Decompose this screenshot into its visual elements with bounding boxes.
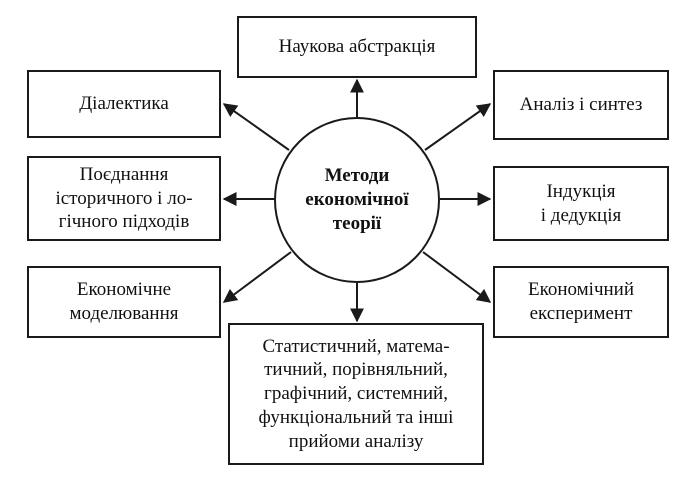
method-box-historical-logical: Поєднання історичного і ло- гічного підх…: [27, 156, 221, 241]
arrow-to-dialectics: [222, 103, 290, 151]
method-label: Економічне моделювання: [69, 279, 179, 324]
arrow-to-modeling: [222, 251, 292, 303]
method-label: Діалектика: [79, 93, 169, 115]
method-box-induction-deduction: Індукція і дедукція: [493, 166, 669, 241]
method-label: Наукова абстракція: [278, 36, 436, 58]
method-box-abstraction: Наукова абстракція: [237, 16, 477, 78]
arrow-to-analysis: [424, 103, 492, 151]
method-label: Індукція і дедукція: [540, 180, 622, 226]
center-circle: Методи економічної теорії: [274, 117, 440, 283]
arrow-to-experiment: [422, 251, 492, 303]
method-box-experiment: Економічний експеримент: [493, 266, 669, 338]
method-label: Статистичний, матема- тичний, порівняльн…: [258, 335, 454, 452]
method-label: Поєднання історичного і ло- гічного підх…: [55, 163, 193, 233]
method-box-other-techniques: Статистичний, матема- тичний, порівняльн…: [228, 323, 484, 465]
method-box-modeling: Економічне моделювання: [27, 266, 221, 338]
method-label: Економічний експеримент: [527, 279, 635, 324]
method-box-analysis-synthesis: Аналіз і синтез: [493, 70, 669, 140]
method-label: Аналіз і синтез: [519, 94, 643, 116]
method-box-dialectics: Діалектика: [27, 70, 221, 138]
center-label: Методи економічної теорії: [305, 165, 409, 234]
